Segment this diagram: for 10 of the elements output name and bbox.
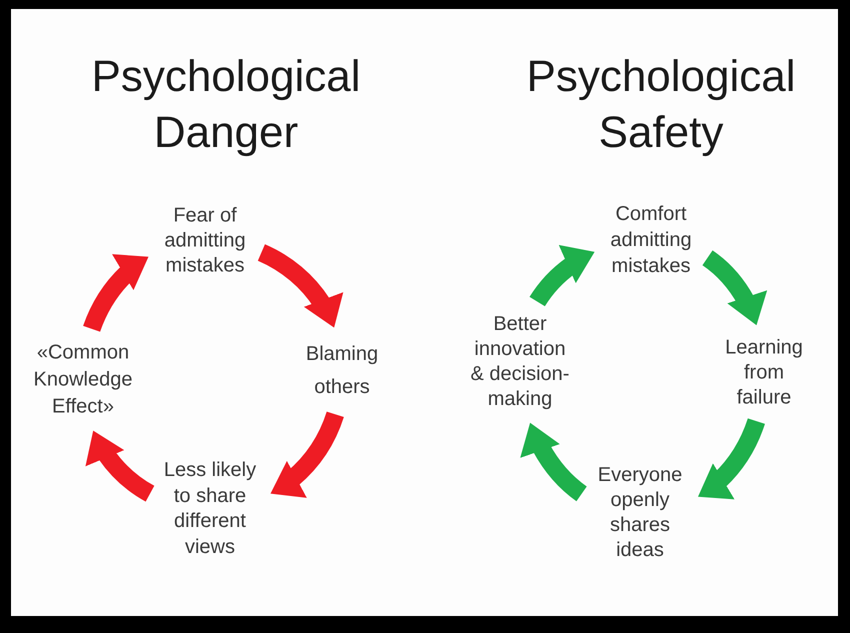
cycle-step-text: «Common Knowledge Effect» <box>29 340 137 420</box>
cycle-step-text: Fear of admitting mistakes <box>159 204 251 278</box>
section-heading: Psychological Danger <box>90 51 362 159</box>
cycle-step-text: Comfort admitting mistakes <box>605 201 697 279</box>
cycle-step-text: Learning from failure <box>720 336 808 410</box>
cycle-step-text: Better innovation & decision-making <box>468 312 572 412</box>
section-heading: Psychological Safety <box>525 51 797 159</box>
cycle-step-text: Less likely to share different views <box>160 458 260 560</box>
cycle-step-text: Blaming others <box>300 338 384 404</box>
cycle-step-text: Everyone openly shares ideas <box>592 463 688 563</box>
